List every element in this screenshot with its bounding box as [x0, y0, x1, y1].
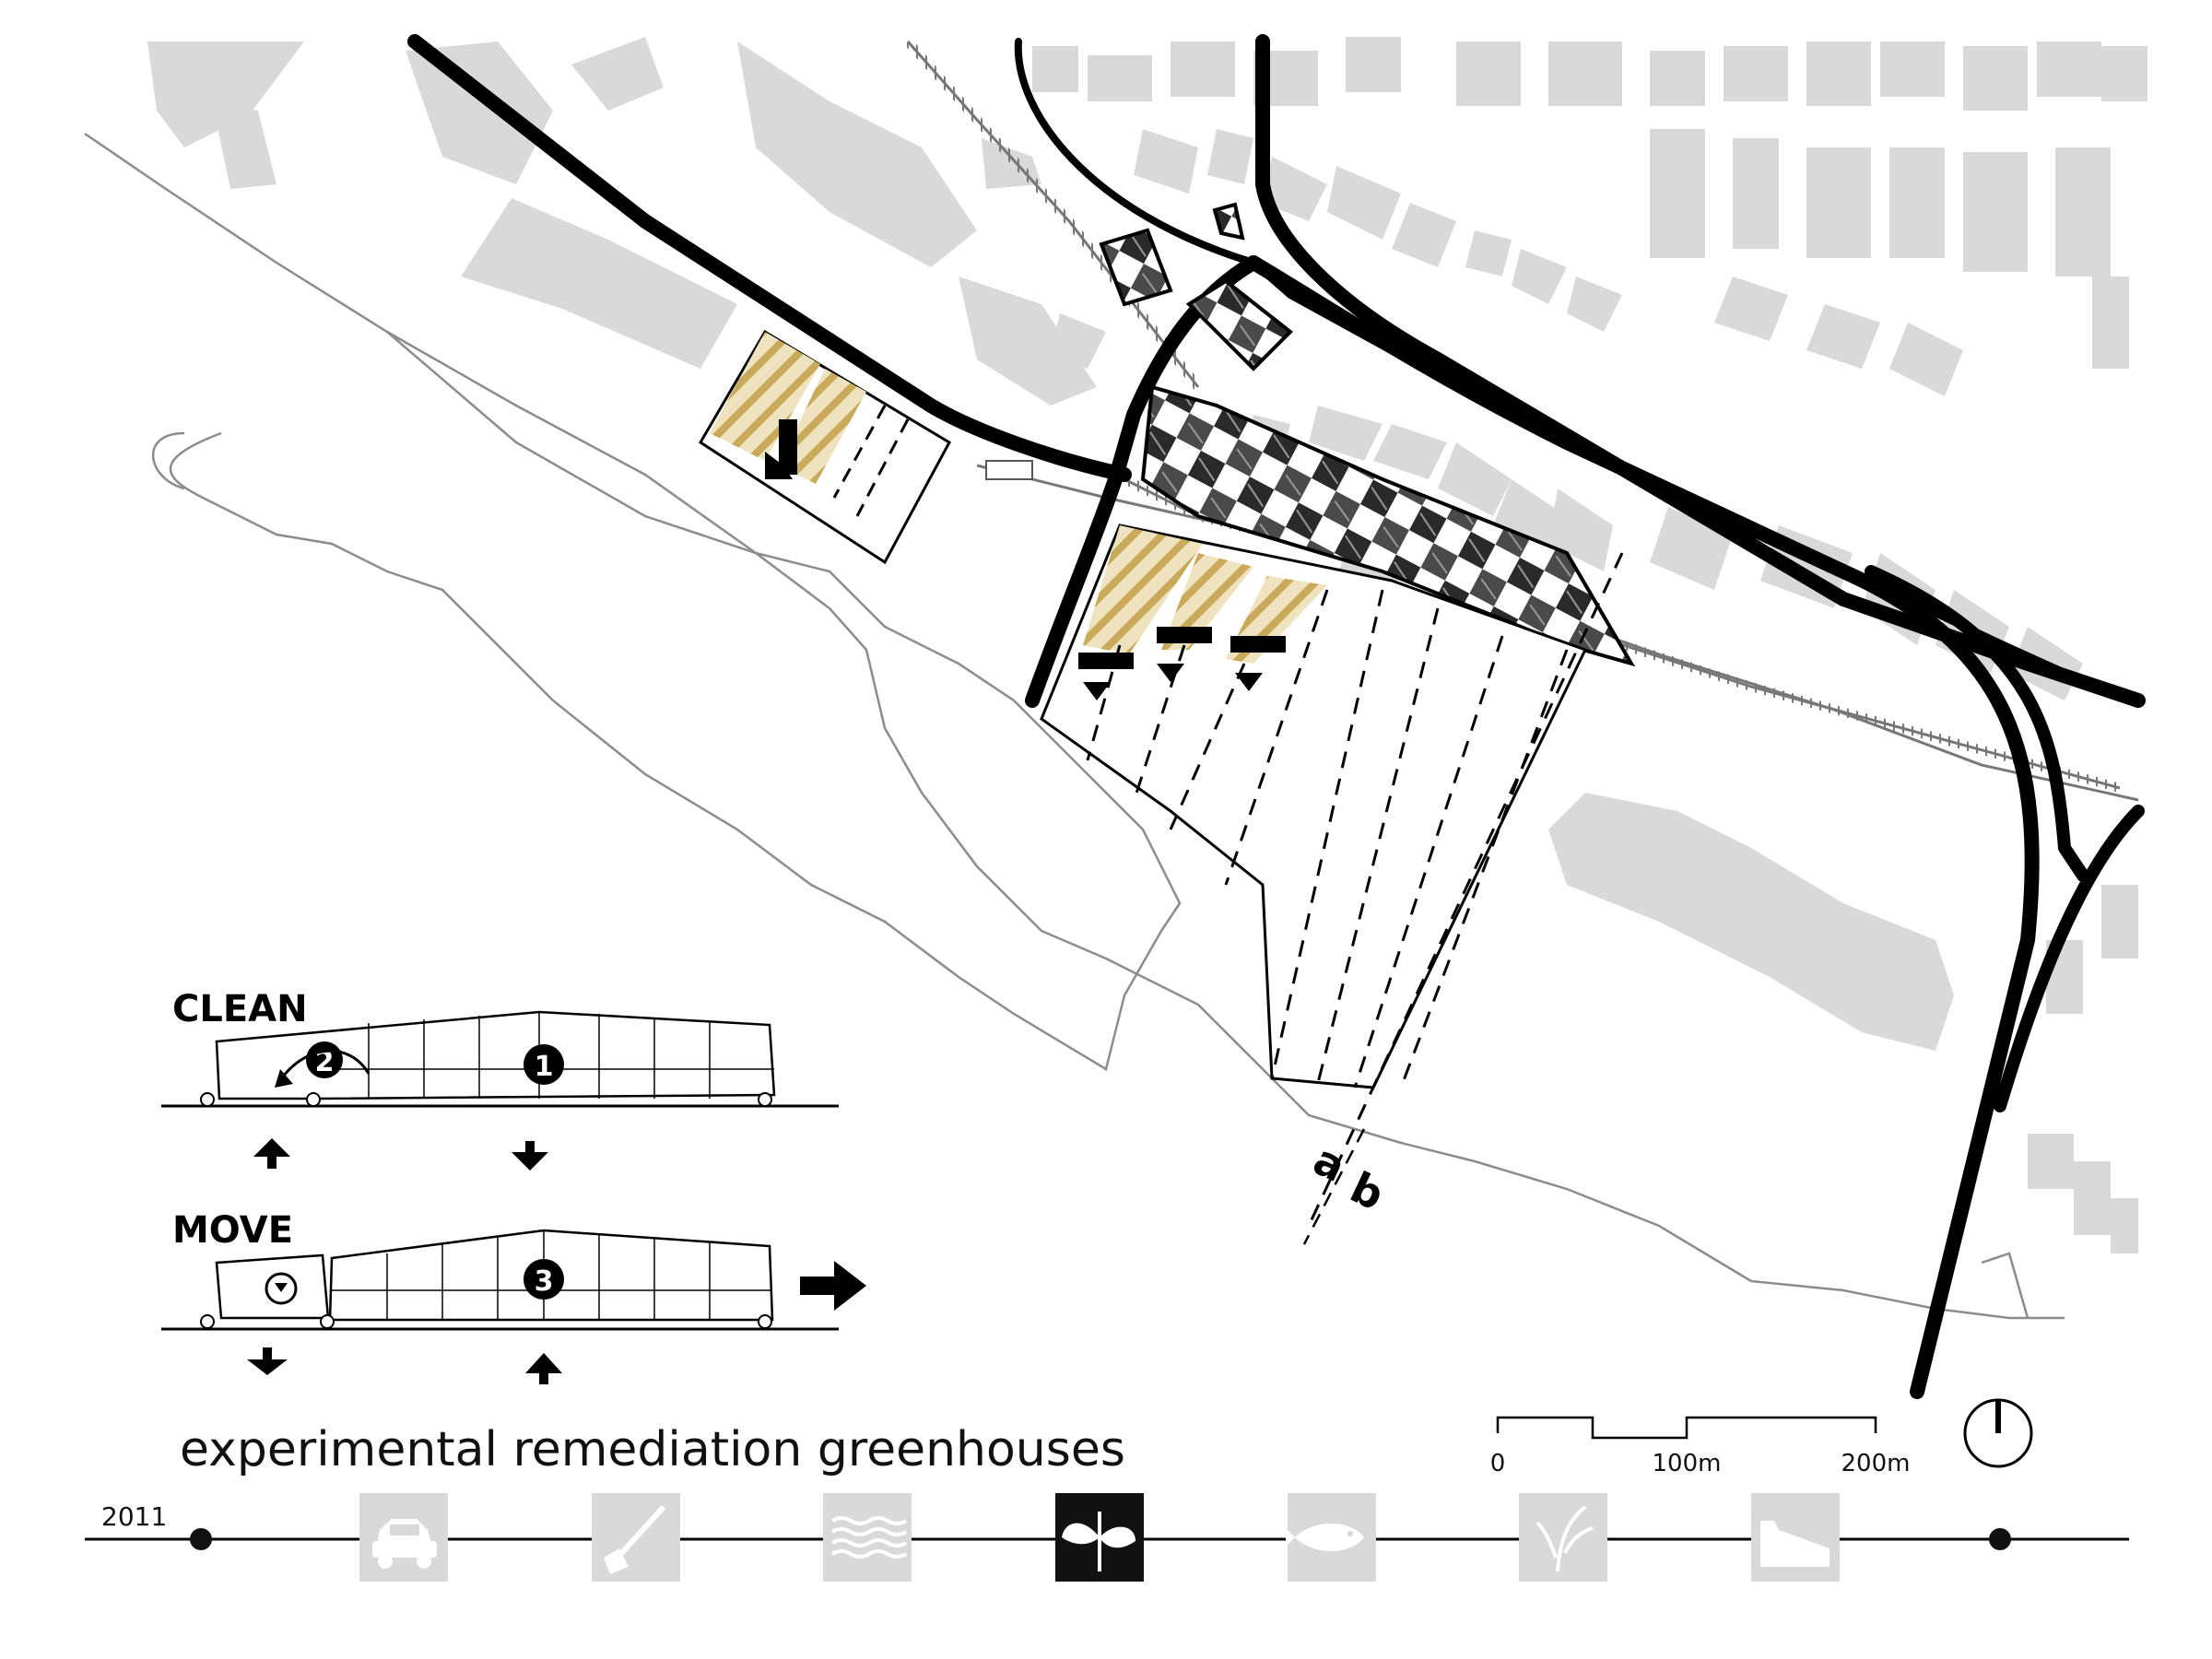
timeline-item-plant[interactable] [1055, 1493, 1144, 1582]
shovel-icon [604, 1504, 666, 1574]
title: experimental remediation greenhouses [180, 1422, 1125, 1477]
step-2-number: 2 [315, 1046, 335, 1078]
section-mark-b: b [1343, 1162, 1392, 1220]
step-3-marker [524, 1259, 564, 1300]
contaminated-strip [1140, 384, 1636, 667]
timeline-item-water[interactable] [823, 1493, 912, 1582]
step-3-number: 3 [535, 1265, 554, 1298]
timeline-item-building[interactable] [1751, 1493, 1840, 1582]
down-arrow-icon [247, 1347, 288, 1375]
move-diagram: MOVE 3 [161, 1209, 866, 1384]
scale-mid: 100m [1653, 1450, 1722, 1477]
contaminated-field-north [1099, 228, 1173, 307]
down-arrow-icon [512, 1141, 548, 1171]
hatched-greenhouse-east-1 [1083, 525, 1203, 654]
hatched-greenhouse-west-1 [710, 332, 820, 461]
timeline-item-shovel[interactable] [592, 1493, 680, 1582]
buildings [147, 37, 2147, 1253]
scale-end: 200m [1841, 1450, 1911, 1477]
timeline-year: 2011 [101, 1501, 167, 1532]
step-1-marker [524, 1044, 564, 1085]
small-triangle-site [1212, 202, 1245, 241]
building-icon [1760, 1521, 1830, 1567]
grass-icon [1535, 1505, 1594, 1572]
clean-label: CLEAN [172, 988, 308, 1030]
greenhouse-sites [698, 329, 1624, 1227]
step-1-number: 1 [535, 1051, 554, 1083]
section-cut: a b [1302, 1128, 1392, 1245]
timeline-item-grass[interactable] [1519, 1493, 1607, 1582]
up-arrow-icon [253, 1138, 290, 1169]
timeline: 2011 [85, 1493, 2129, 1582]
move-label: MOVE [172, 1209, 293, 1252]
timeline-end-dot [1989, 1528, 2011, 1550]
scale-bar: 0 100m 200m [1490, 1416, 1911, 1477]
timeline-item-car[interactable] [359, 1493, 448, 1582]
water-waves-icon [830, 1516, 908, 1559]
contaminated-field-central [1185, 278, 1294, 371]
right-arrow-icon [800, 1261, 866, 1311]
clean-diagram: CLEAN 2 1 [161, 988, 839, 1171]
plant-sprout-icon [1062, 1512, 1135, 1571]
car-icon [372, 1519, 437, 1569]
hatched-greenhouse-west-2 [779, 369, 866, 484]
hatched-greenhouse-east-2 [1161, 553, 1253, 650]
timeline-start-dot [190, 1528, 212, 1550]
fish-icon [1286, 1524, 1364, 1551]
contaminated-fields [1099, 202, 1636, 667]
up-arrow-icon [525, 1353, 562, 1384]
shoreline [84, 132, 2065, 1320]
timeline-item-fish[interactable] [1286, 1493, 1376, 1582]
north-arrow-icon [1963, 1398, 2033, 1468]
scale-zero: 0 [1490, 1450, 1506, 1477]
